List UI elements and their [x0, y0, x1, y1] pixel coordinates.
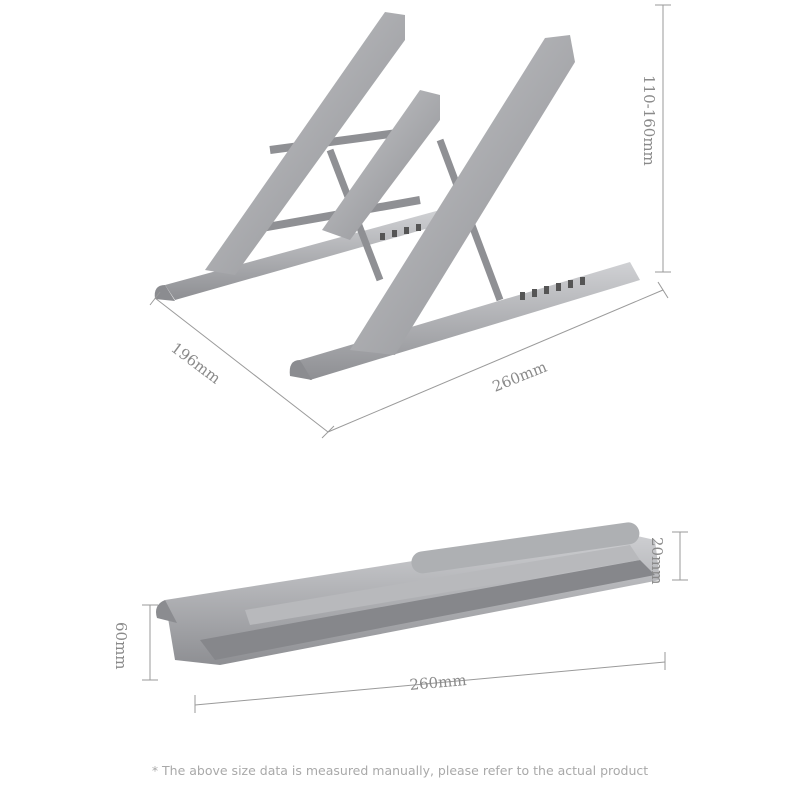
footnote: * The above size data is measured manual…: [151, 763, 649, 778]
depth-label: 196mm: [168, 339, 224, 388]
folded-depth-label: 60mm: [112, 622, 130, 670]
width-open-label: 260mm: [490, 358, 550, 396]
open-stand-image: [154, 12, 640, 380]
dimension-lines: [142, 4, 688, 713]
folded-stand-image: [156, 522, 660, 665]
height-range-label: 110-160mm: [640, 75, 658, 166]
width-folded-label: 260mm: [409, 671, 467, 694]
folded-thickness-label: 20mm: [648, 537, 666, 585]
